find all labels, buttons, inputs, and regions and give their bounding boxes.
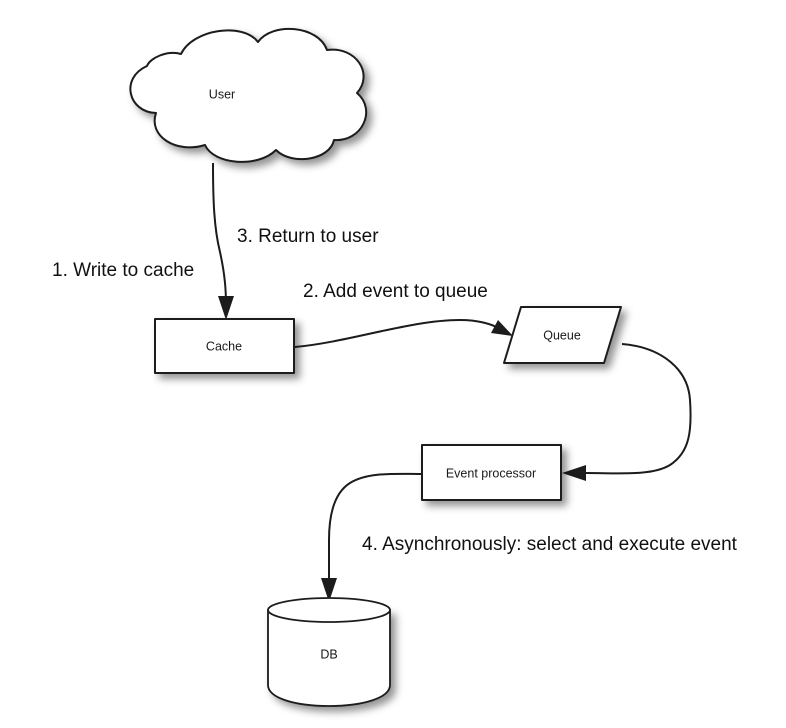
node-user-label: User [209, 87, 235, 101]
node-event-processor-label: Event processor [446, 466, 536, 480]
node-event-processor[interactable]: Event processor [421, 444, 562, 501]
edge-user-to-cache [212, 162, 234, 320]
node-queue-label: Queue [543, 328, 581, 342]
arrow-head-queue-in [491, 320, 513, 336]
arrow-head-cache [218, 296, 234, 320]
edge-cache-to-queue [294, 318, 513, 348]
edge-queue-to-processor [562, 343, 692, 481]
arrow-head-processor-in [562, 465, 586, 481]
node-cache[interactable]: Cache [154, 318, 295, 374]
node-queue[interactable]: Queue [503, 306, 622, 364]
node-db[interactable]: DB [267, 597, 391, 707]
arrow-head-db [321, 578, 337, 602]
step-label-3: 3. Return to user [237, 226, 379, 247]
node-cache-label: Cache [206, 339, 242, 353]
step-label-4: 4. Asynchronously: select and execute ev… [362, 534, 738, 555]
step-label-1: 1. Write to cache [52, 260, 194, 281]
db-cylinder-top [267, 597, 391, 623]
step-label-2: 2. Add event to queue [303, 281, 488, 302]
edge-processor-to-db [321, 472, 422, 602]
node-db-label: DB [320, 647, 337, 661]
node-user[interactable]: User [129, 27, 368, 163]
